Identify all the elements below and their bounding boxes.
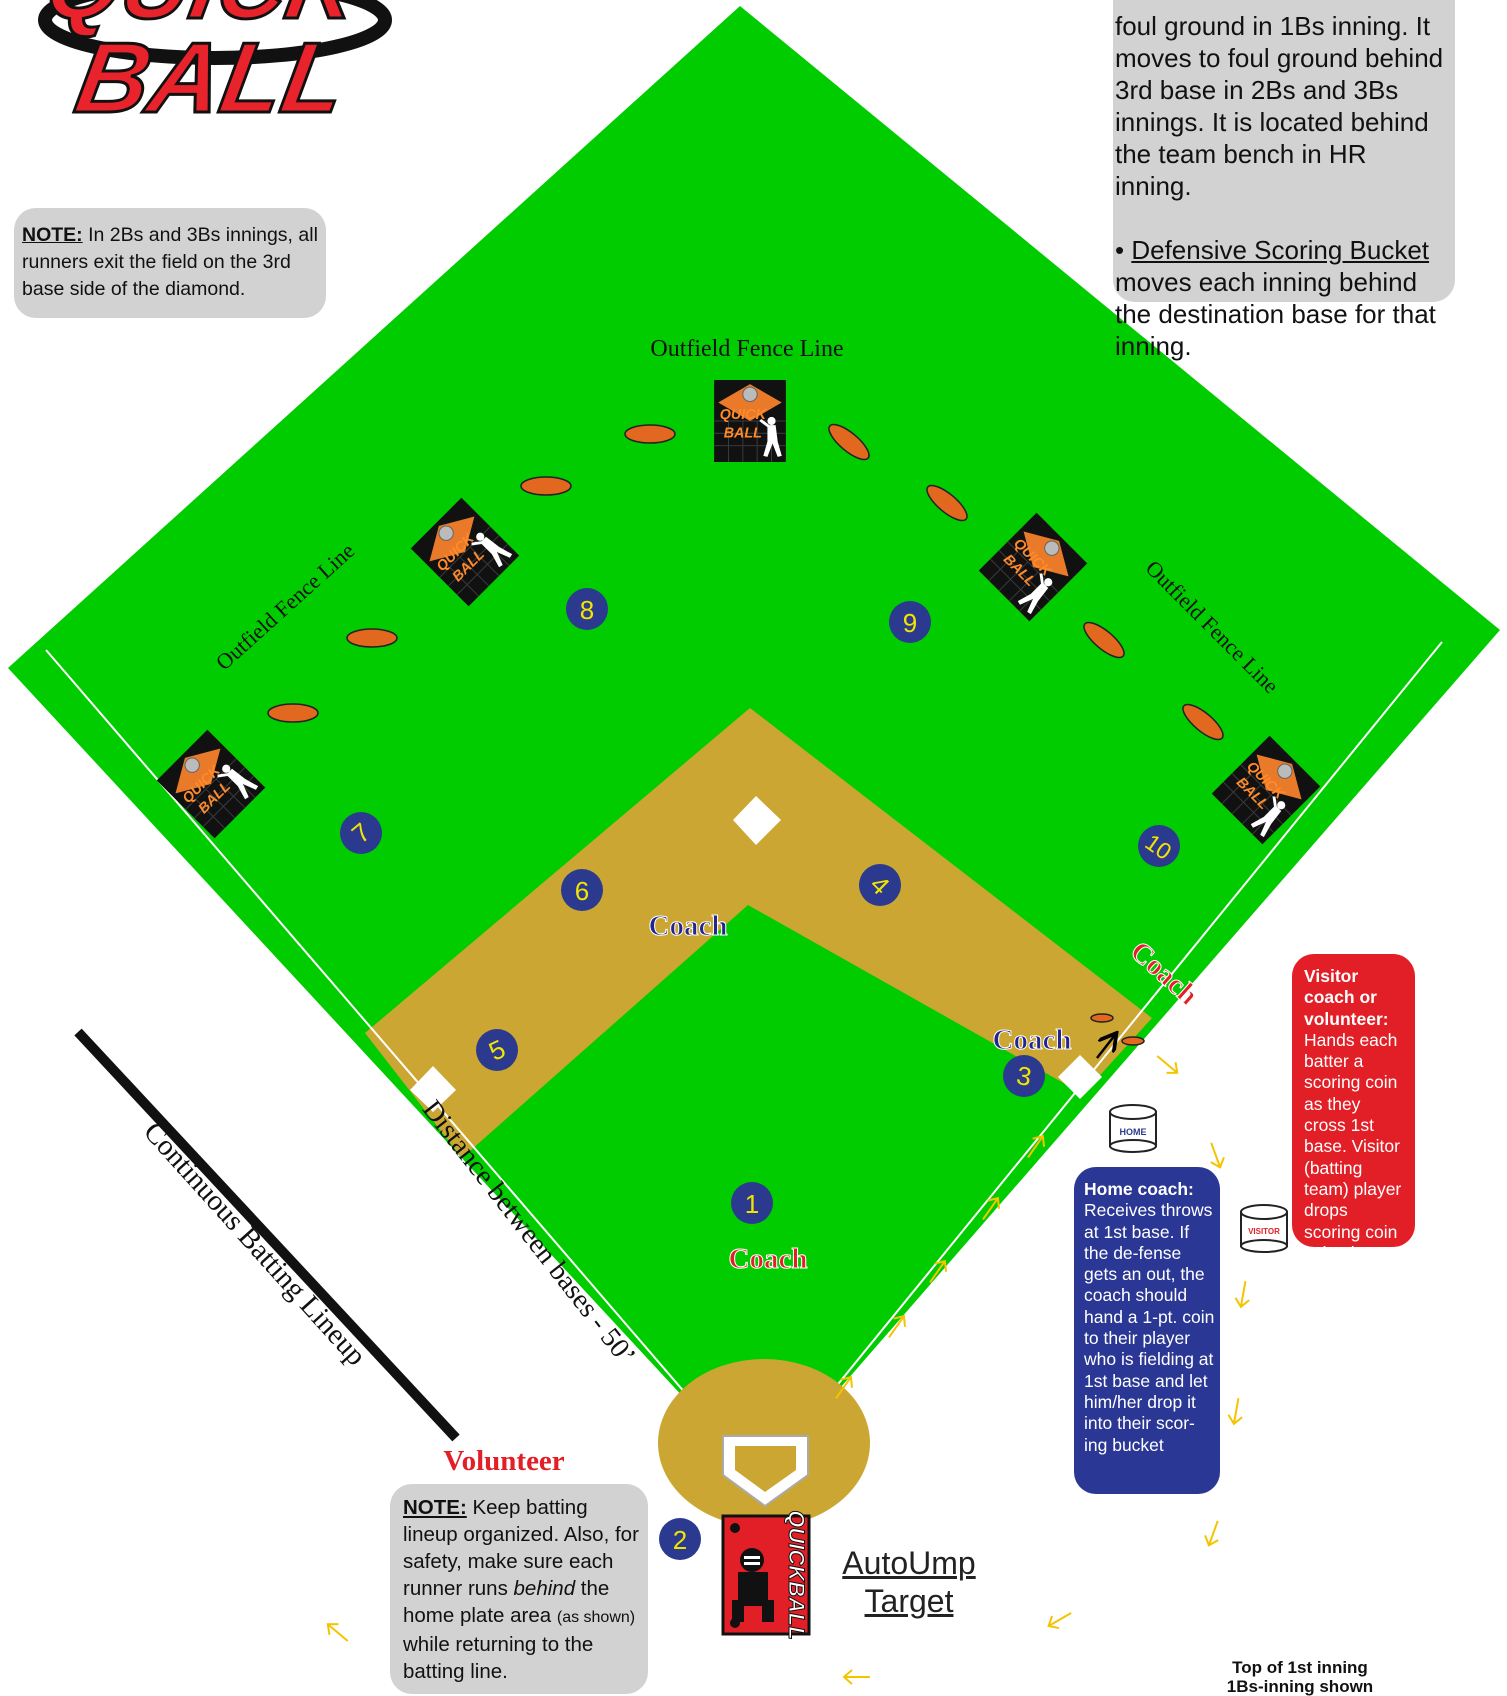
svg-text:1: 1 bbox=[745, 1189, 759, 1219]
home-bucket-label: HOME bbox=[1120, 1127, 1147, 1137]
fielder-4: 4 bbox=[859, 864, 901, 906]
note-label: NOTE: bbox=[403, 1496, 467, 1519]
visitor-coach-box: Visitor coach or volunteer: Hands each b… bbox=[1292, 954, 1415, 1247]
autoump-catcher-sign: QUICKBALL bbox=[723, 1510, 809, 1640]
fielder-8: 8 bbox=[566, 588, 608, 630]
note-exit-field: NOTE: In 2Bs and 3Bs innings, all runner… bbox=[14, 208, 326, 318]
fielder-6: 6 bbox=[561, 869, 603, 911]
quickball-logo: QUICK BALL bbox=[38, 0, 385, 134]
bullet: • bbox=[1115, 235, 1131, 265]
volunteer-label: Volunteer bbox=[443, 1445, 564, 1477]
svg-text:9: 9 bbox=[903, 608, 917, 638]
fielder-1: 1 bbox=[731, 1182, 773, 1224]
caption-line1: Top of 1st inning bbox=[1190, 1658, 1410, 1677]
coach-label-pitcher: Coach bbox=[729, 1243, 808, 1275]
target-sign-center bbox=[714, 380, 786, 462]
note-text: while returning to the batting line. bbox=[403, 1633, 593, 1683]
cone bbox=[268, 704, 318, 722]
visitor-bucket-label: VISITOR bbox=[1248, 1227, 1280, 1236]
defensive-bucket-term: Defensive Scoring Bucket bbox=[1131, 235, 1429, 265]
fielder-5: 5 bbox=[476, 1029, 518, 1071]
note-defensive-paragraph: • Defensive Scoring Bucket moves each in… bbox=[1115, 234, 1447, 362]
home-coach-text: Receives throws at 1st base. If the de-f… bbox=[1084, 1200, 1214, 1454]
svg-text:6: 6 bbox=[575, 876, 589, 906]
batting-lineup-label: Continuous Batting Lineup bbox=[137, 1116, 372, 1372]
cone bbox=[347, 629, 397, 647]
cone bbox=[625, 425, 675, 443]
svg-text:2: 2 bbox=[673, 1525, 687, 1555]
autoump-line1: AutoUmp bbox=[836, 1544, 982, 1582]
outfield-fence-label-top: Outfield Fence Line bbox=[650, 336, 843, 362]
visitor-coach-title: Visitor coach or volunteer: bbox=[1304, 966, 1389, 1029]
fielder-10: 10 bbox=[1138, 825, 1180, 867]
home-bucket: HOME bbox=[1110, 1105, 1156, 1152]
note-italic: behind bbox=[514, 1577, 576, 1600]
home-coach-box: Home coach: Receives throws at 1st base.… bbox=[1074, 1167, 1220, 1494]
caption-line2: 1Bs-inning shown bbox=[1190, 1677, 1410, 1696]
note-batting-lineup: NOTE: Keep batting lineup organized. Als… bbox=[390, 1484, 648, 1694]
note-scoring-bucket: foul ground in 1Bs inning. It moves to f… bbox=[1113, 0, 1455, 302]
fielder-3: 3 bbox=[1003, 1055, 1045, 1097]
fielder-9: 9 bbox=[889, 601, 931, 643]
autoump-target-label: AutoUmp Target bbox=[836, 1544, 982, 1620]
coach-label-first-base: Coach bbox=[993, 1024, 1072, 1056]
cone bbox=[1122, 1037, 1144, 1045]
logo-line2: BALL bbox=[68, 23, 354, 134]
inning-caption: Top of 1st inning 1Bs-inning shown bbox=[1190, 1658, 1410, 1696]
fielder-7: 7 bbox=[340, 812, 382, 854]
note-label: NOTE: bbox=[22, 224, 83, 246]
cone bbox=[521, 477, 571, 495]
note-bucket-paragraph: foul ground in 1Bs inning. It moves to f… bbox=[1115, 10, 1447, 202]
fielder-2: 2 bbox=[659, 1518, 701, 1560]
visitor-bucket: VISITOR bbox=[1241, 1205, 1287, 1252]
home-coach-title: Home coach: bbox=[1084, 1179, 1194, 1199]
autoump-line2: Target bbox=[836, 1582, 982, 1620]
catcher-sign-text: QUICKBALL bbox=[784, 1510, 809, 1640]
coach-label-center: Coach bbox=[649, 910, 728, 942]
cone bbox=[1091, 1014, 1113, 1022]
note-small: (as shown) bbox=[557, 1609, 635, 1626]
defensive-bucket-text: moves each inning behind the destination… bbox=[1115, 267, 1436, 361]
svg-text:8: 8 bbox=[580, 595, 594, 625]
